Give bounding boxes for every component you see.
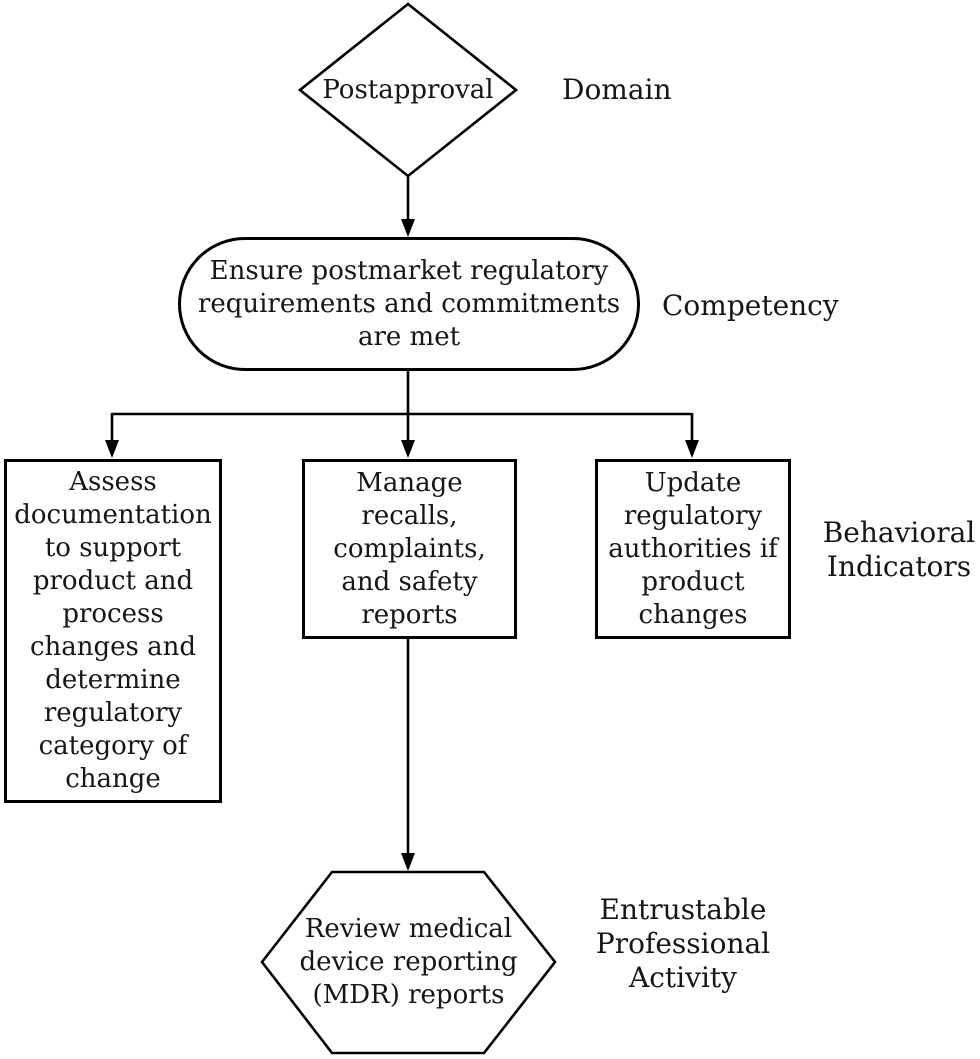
hexagon-shape — [260, 870, 557, 1055]
node-indicator-box-update-authorities: Update regulatory authorities if product… — [595, 459, 791, 639]
domain-node-text: Postapproval — [322, 74, 494, 105]
node-indicator-box-manage-recalls: Manage recalls, complaints, and safety r… — [302, 459, 517, 639]
node-domain-diamond: Postapproval — [298, 2, 518, 178]
indicator-box-text: Manage recalls, complaints, and safety r… — [333, 467, 486, 630]
behavioral-indicators-side-label: Behavioral Indicators — [822, 516, 976, 583]
competency-node-text: Ensure postmarket regulatory requirement… — [197, 255, 621, 352]
epa-side-label: Entrustable Professional Activity — [595, 893, 771, 994]
epa-node-text: Review medical device reporting (MDR) re… — [299, 914, 518, 1010]
node-indicator-box-assess-documentation: Assess documentation to support product … — [4, 459, 222, 803]
indicator-box-text: Assess documentation to support product … — [14, 467, 212, 794]
indicator-box-text: Update regulatory authorities if product… — [608, 467, 778, 630]
diamond-shape — [298, 2, 518, 178]
arrowhead-branch-middle — [401, 440, 415, 458]
node-epa-hexagon: Review medical device reporting (MDR) re… — [260, 870, 557, 1055]
competency-side-label: Competency — [662, 289, 839, 322]
arrowhead-domain-to-competency — [401, 219, 415, 237]
arrowhead-branch-right — [685, 440, 699, 458]
arrowhead-box-to-epa — [401, 853, 415, 871]
node-competency-stadium: Ensure postmarket regulatory requirement… — [178, 237, 640, 371]
arrowhead-branch-left — [105, 440, 119, 458]
domain-side-label: Domain — [562, 73, 672, 106]
